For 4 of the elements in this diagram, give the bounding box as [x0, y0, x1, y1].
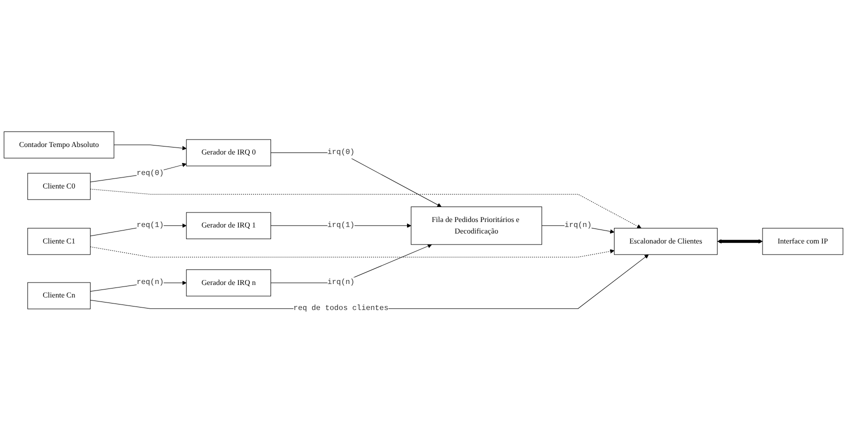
arrow	[90, 162, 187, 182]
arrow	[717, 239, 763, 244]
arrow	[90, 246, 614, 258]
arrow	[114, 144, 187, 150]
